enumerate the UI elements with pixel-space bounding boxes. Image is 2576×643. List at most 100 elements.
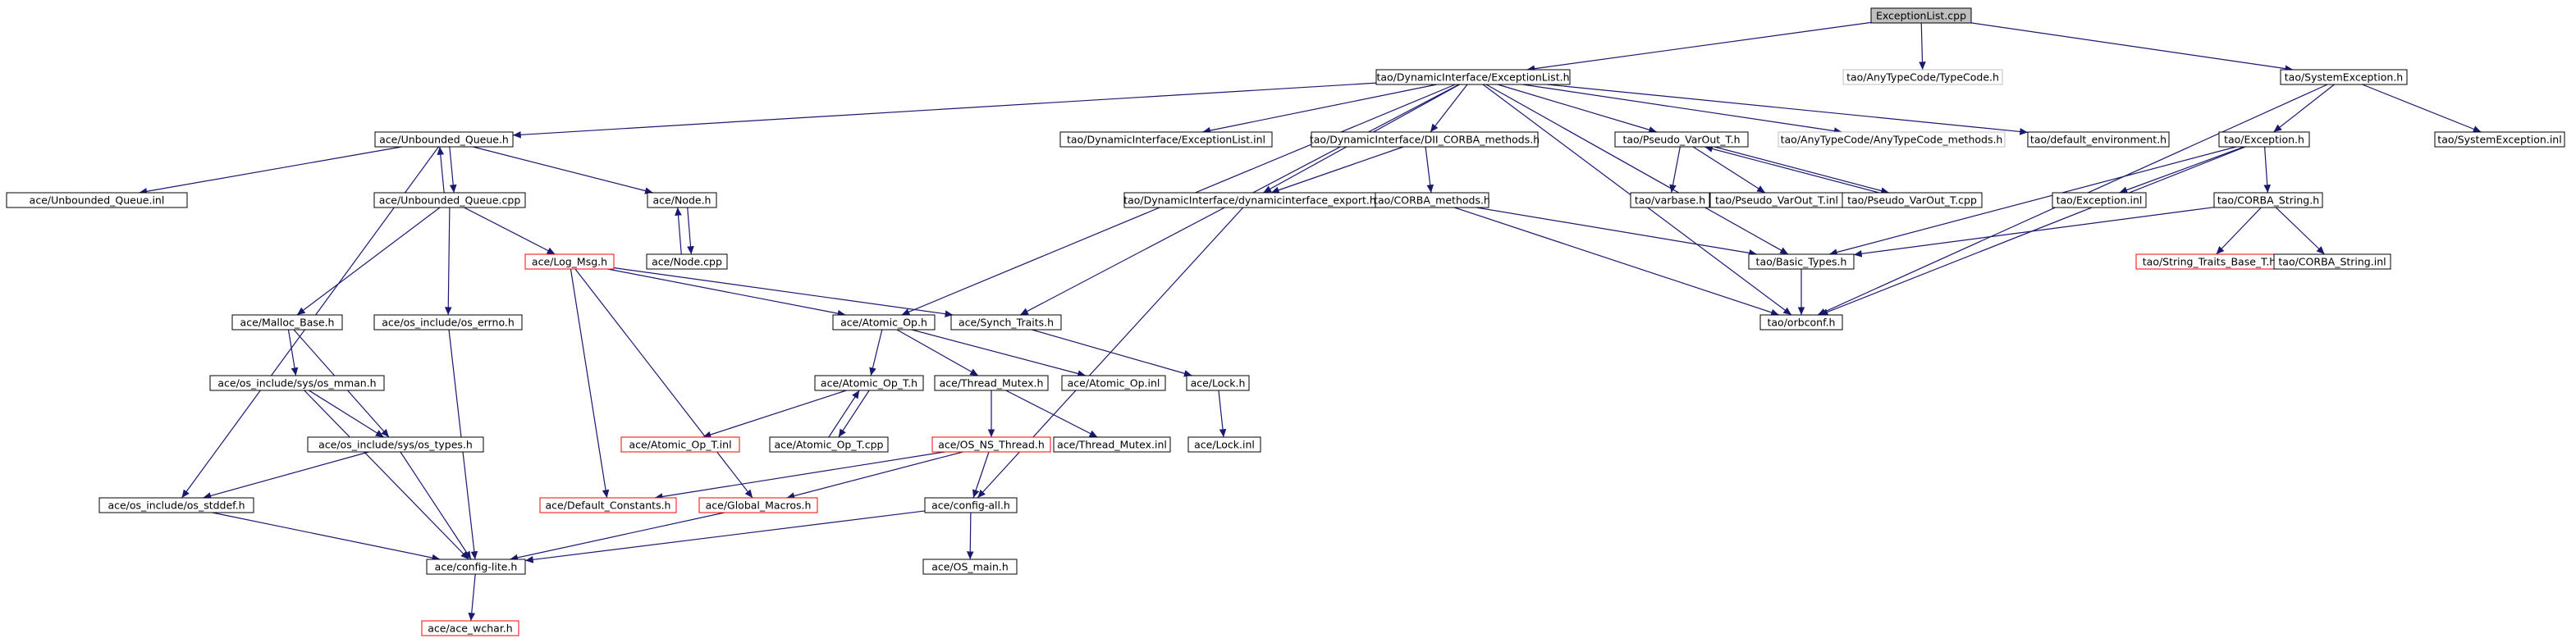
node-dii[interactable]: tao/DynamicInterface/DII_CORBA_methods.h	[1310, 131, 1540, 148]
node-malloc-base[interactable]: ace/Malloc_Base.h	[231, 314, 343, 331]
node-box	[1187, 436, 1261, 453]
node-os-types[interactable]: ace/os_include/sys/os_types.h	[307, 436, 484, 453]
edge-sysexc_h-to-sysexc_inl	[2362, 84, 2482, 133]
node-box	[1311, 131, 1539, 148]
edge-atomic_op_h-to-atomic_op_t_h	[869, 329, 883, 376]
node-box	[922, 559, 1018, 575]
node-lock-inl[interactable]: ace/Lock.inl	[1187, 436, 1261, 453]
node-box	[620, 436, 740, 453]
node-el-h[interactable]: tao/DynamicInterface/ExceptionList.h	[1375, 69, 1571, 85]
node-box	[1759, 314, 1843, 331]
edge-malloc_base-to-os_mman	[287, 329, 299, 376]
node-exception-h[interactable]: tao/Exception.h	[2218, 131, 2310, 148]
node-lock-h[interactable]: ace/Lock.h	[1186, 375, 1250, 391]
node-box	[524, 253, 615, 270]
node-el-inl[interactable]: tao/DynamicInterface/ExceptionList.inl	[1059, 131, 1273, 148]
edge-config_lite-to-ace_wchar	[468, 573, 476, 622]
node-label: ace/Lock.inl	[1194, 439, 1255, 451]
node-os-stddef[interactable]: ace/os_include/os_stddef.h	[98, 497, 254, 513]
edge-sysexc_h-to-exception_h	[2273, 84, 2335, 133]
node-label: tao/CORBA_methods.h	[1374, 194, 1490, 207]
node-label: ace/os_include/os_errno.h	[382, 317, 515, 329]
edge-corba_string-to-corba_string_inl	[2275, 207, 2326, 255]
edge-corba_string-to-basic_types	[1853, 207, 2215, 258]
node-os-errno[interactable]: ace/os_include/os_errno.h	[373, 314, 523, 331]
node-box	[1375, 69, 1571, 85]
node-box	[1870, 7, 1972, 24]
edge-uq_h-to-node_h	[473, 146, 653, 194]
edge-log_msg-to-global_macros	[574, 268, 753, 499]
node-orbconf[interactable]: tao/orbconf.h	[1759, 314, 1843, 331]
edge-exception_h-to-basic_types	[1828, 146, 2237, 256]
node-atomic-op-h[interactable]: ace/Atomic_Op.h	[832, 314, 936, 331]
node-log-msg[interactable]: ace/Log_Msg.h	[524, 253, 615, 270]
node-uq-cpp[interactable]: ace/Unbounded_Queue.cpp	[373, 192, 526, 208]
edge-uq_cpp-to-uq_h	[437, 146, 445, 194]
node-uq-h[interactable]: ace/Unbounded_Queue.h	[374, 131, 514, 148]
node-box	[2280, 69, 2408, 85]
node-synch-traits[interactable]: ace/Synch_Traits.h	[950, 314, 1062, 331]
node-root[interactable]: ExceptionList.cpp	[1870, 7, 1972, 24]
node-global-macros[interactable]: ace/Global_Macros.h	[698, 497, 818, 513]
node-default-constants[interactable]: ace/Default_Constants.h	[539, 497, 677, 513]
node-os-mman[interactable]: ace/os_include/sys/os_mman.h	[209, 375, 385, 391]
node-thread-mutex-inl[interactable]: ace/Thread_Mutex.inl	[1053, 436, 1171, 453]
edge-atomic_op_t_h-to-atomic_op_t_cpp	[838, 390, 870, 438]
node-atomic-op-t-inl[interactable]: ace/Atomic_Op_T.inl	[620, 436, 740, 453]
node-label: ace/Unbounded_Queue.cpp	[379, 194, 521, 207]
node-box	[6, 192, 188, 208]
node-box	[769, 436, 889, 453]
node-atomic-op-inl[interactable]: ace/Atomic_Op.inl	[1061, 375, 1166, 391]
node-ace-wchar[interactable]: ace/ace_wchar.h	[421, 620, 519, 636]
node-varbase[interactable]: tao/varbase.h	[1630, 192, 1710, 208]
node-sysexc-inl[interactable]: tao/SystemException.inl	[2434, 131, 2565, 148]
node-corba-string[interactable]: tao/CORBA_String.h	[2213, 192, 2323, 208]
node-label: tao/SystemException.inl	[2437, 134, 2561, 146]
node-basic-types[interactable]: tao/Basic_Types.h	[1748, 253, 1855, 270]
edge-pvo_h-to-varbase	[1669, 146, 1681, 194]
node-label: tao/Basic_Types.h	[1756, 256, 1847, 268]
edge-exception_h-to-exception_inl	[2119, 146, 2244, 194]
node-pvo-inl[interactable]: tao/Pseudo_VarOut_T.inl	[1709, 192, 1844, 208]
node-box	[1053, 436, 1171, 453]
node-label: ace/Atomic_Op_T.h	[821, 377, 917, 390]
node-default-env[interactable]: tao/default_environment.h	[2027, 131, 2170, 148]
node-label: tao/AnyTypeCode/TypeCode.h	[1846, 71, 1999, 84]
node-label: ace/config-all.h	[931, 499, 1010, 512]
node-typecode[interactable]: tao/AnyTypeCode/TypeCode.h	[1842, 69, 2003, 85]
node-os-ns-thread[interactable]: ace/OS_NS_Thread.h	[931, 436, 1051, 453]
node-os-main[interactable]: ace/OS_main.h	[922, 559, 1018, 575]
node-uq-inl[interactable]: ace/Unbounded_Queue.inl	[6, 192, 188, 208]
edge-os_mman-to-config_lite	[304, 390, 469, 560]
edge-os_ns_thread-to-config_all	[972, 451, 990, 499]
node-atomic-op-t-h[interactable]: ace/Atomic_Op_T.h	[814, 375, 924, 391]
node-box	[1842, 192, 1983, 208]
node-exception-inl[interactable]: tao/Exception.inl	[2052, 192, 2147, 208]
node-config-all[interactable]: ace/config-all.h	[924, 497, 1018, 513]
node-box	[1748, 253, 1855, 270]
node-dyn-export[interactable]: tao/DynamicInterface/dynamicinterface_ex…	[1123, 192, 1376, 208]
node-atc-methods[interactable]: tao/AnyTypeCode/AnyTypeCode_methods.h	[1778, 131, 2006, 148]
node-sysexc-h[interactable]: tao/SystemException.h	[2280, 69, 2408, 85]
edge-el_h-to-basic_types	[1485, 84, 1789, 255]
node-pvo-h[interactable]: tao/Pseudo_VarOut_T.h	[1614, 131, 1749, 148]
node-label: ace/Thread_Mutex.h	[940, 377, 1044, 390]
node-string-traits[interactable]: tao/String_Traits_Base_T.h	[2135, 253, 2283, 270]
edge-atomic_op_h-to-thread_mutex_h	[896, 329, 979, 376]
node-label: tao/Pseudo_VarOut_T.inl	[1715, 194, 1838, 207]
node-node-h[interactable]: ace/Node.h	[647, 192, 717, 208]
node-atomic-op-t-cpp[interactable]: ace/Atomic_Op_T.cpp	[769, 436, 889, 453]
node-label: tao/Pseudo_VarOut_T.cpp	[1847, 194, 1977, 207]
node-corba-string-inl[interactable]: tao/CORBA_String.inl	[2273, 253, 2391, 270]
node-node-cpp[interactable]: ace/Node.cpp	[646, 253, 728, 270]
node-thread-mutex-h[interactable]: ace/Thread_Mutex.h	[934, 375, 1049, 391]
node-box	[814, 375, 924, 391]
node-pvo-cpp[interactable]: tao/Pseudo_VarOut_T.cpp	[1842, 192, 1983, 208]
node-box	[1842, 69, 2003, 85]
node-label: ace/config-lite.h	[435, 561, 518, 573]
edge-global_macros-to-config_lite	[510, 512, 725, 562]
node-corba-methods[interactable]: tao/CORBA_methods.h	[1374, 192, 1490, 208]
node-label: ace/ace_wchar.h	[428, 622, 512, 635]
node-config-lite[interactable]: ace/config-lite.h	[426, 559, 526, 575]
